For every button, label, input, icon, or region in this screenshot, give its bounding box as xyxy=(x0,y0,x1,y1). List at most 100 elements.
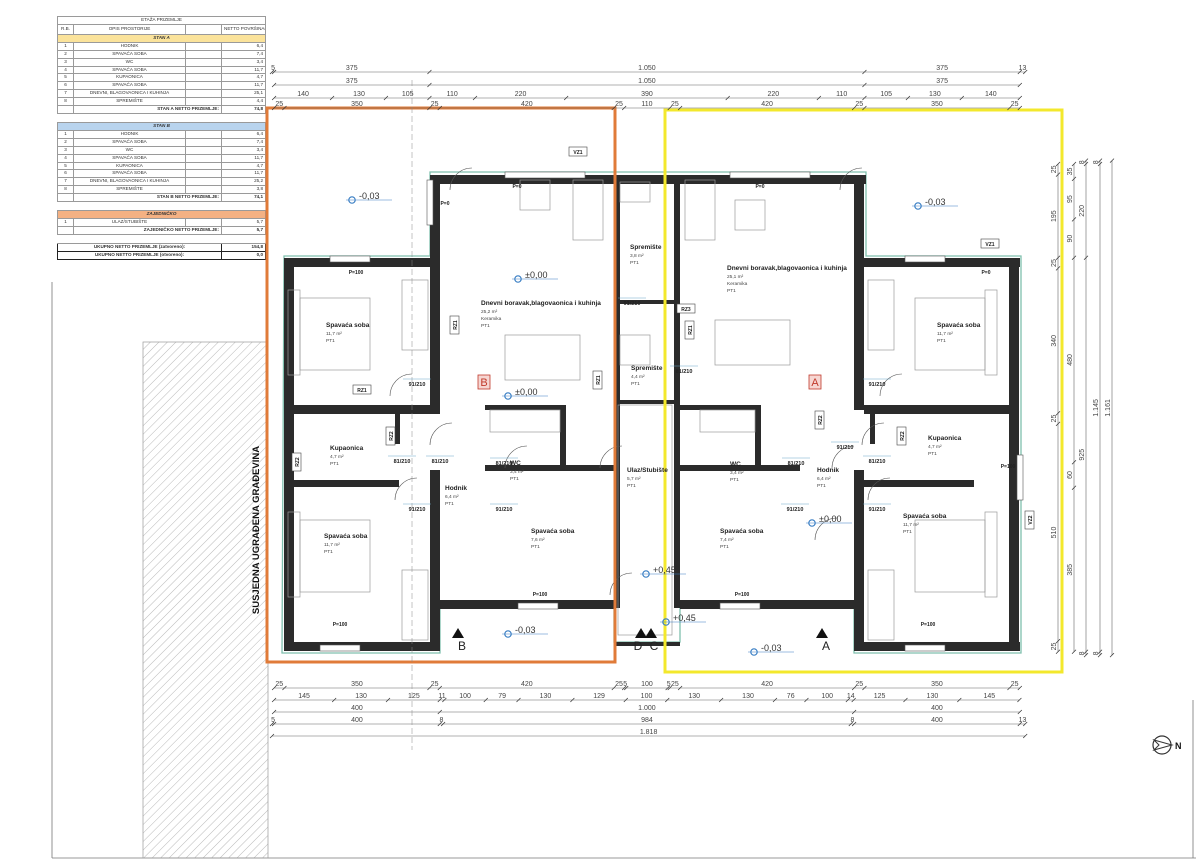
door-size-label: 91/210 xyxy=(869,507,886,513)
window xyxy=(426,179,434,226)
spacer-row xyxy=(57,233,266,244)
north-label: N xyxy=(1175,741,1182,751)
dimension-label: 25 xyxy=(275,101,283,108)
dimension-tick xyxy=(269,721,275,727)
window xyxy=(504,171,586,179)
dimension-label: 1.818 xyxy=(640,729,658,736)
window-opening-label: P=100 xyxy=(1001,464,1016,470)
furniture-outline xyxy=(401,279,429,351)
level-value: ±0,00 xyxy=(515,387,537,397)
dimension-tick xyxy=(516,697,521,703)
element-tag: RZ2 xyxy=(291,452,302,472)
door-swing xyxy=(389,373,413,397)
element-tag-label: VZ1 xyxy=(985,242,994,248)
door-size-label: 91/210 xyxy=(409,507,426,513)
furniture-outline xyxy=(734,199,766,231)
dimension-tick xyxy=(1055,410,1061,416)
room-name: Ulaz/Stubište xyxy=(627,467,668,474)
dimension-label: 350 xyxy=(351,101,363,108)
wall xyxy=(864,480,974,487)
element-tag-label: VZ1 xyxy=(573,150,582,156)
door-size-label: 81/210 xyxy=(788,461,805,467)
dimension-tick xyxy=(804,697,809,703)
dimension-label: 420 xyxy=(761,101,773,108)
dimension-tick xyxy=(329,95,335,101)
furniture-outline xyxy=(299,519,371,593)
door-size-label: 81/210 xyxy=(676,369,693,375)
dimension-tick xyxy=(1083,161,1089,167)
dimension-tick xyxy=(957,697,962,703)
north-arrow-circle-icon xyxy=(1152,735,1172,755)
dimension-tick xyxy=(677,105,683,111)
table-cell xyxy=(57,112,266,123)
wall xyxy=(854,258,1020,267)
element-tag-box xyxy=(449,315,460,335)
element-tag: RZ3 xyxy=(676,303,696,314)
room-area: 6,4 m² xyxy=(817,476,831,482)
window xyxy=(329,255,371,263)
window-opening-label: P=0 xyxy=(755,184,764,190)
dimension-label: 400 xyxy=(351,717,363,724)
room-area: 3,4 m² xyxy=(510,469,524,475)
door-size-label: 81/210 xyxy=(496,461,513,467)
dimension-tick xyxy=(271,709,277,715)
room-name: Kupaonica xyxy=(330,445,364,452)
dimension-tick xyxy=(851,697,856,703)
room-name: Spremište xyxy=(630,244,662,251)
walls xyxy=(281,171,1024,654)
room-finish: Keramika xyxy=(481,316,502,322)
room-name: Spavaća soba xyxy=(720,528,764,535)
grand-total-row: UKUPNO NETTO PRIZEMLJE (otvoreno):0,0 xyxy=(57,250,267,260)
furniture-outline xyxy=(504,334,581,381)
dimension-tick xyxy=(1007,685,1012,691)
room-floor-code: PT1 xyxy=(720,544,729,550)
dimension-label: 130 xyxy=(355,693,367,700)
dimension-tick xyxy=(282,685,287,691)
element-tag-label: RZ1 xyxy=(453,320,459,330)
section-arrow-icon xyxy=(452,628,464,638)
dimension-tick xyxy=(385,697,391,703)
element-tag-box xyxy=(676,303,696,314)
dimension-label: 25 xyxy=(431,681,439,688)
room-area: 25,2 m² xyxy=(481,309,498,315)
unit-a-outline xyxy=(663,108,1064,674)
dimension-tick xyxy=(1022,69,1028,75)
dimension-label: 350 xyxy=(351,681,363,688)
dimension-tick xyxy=(271,82,277,88)
dimension-label: 5 xyxy=(271,65,275,72)
wall xyxy=(395,414,400,444)
element-tag-box xyxy=(980,238,1000,249)
room-label: Dnevni boravak,blagovaonica i kuhinja25,… xyxy=(727,265,847,294)
dimension-tick xyxy=(271,105,277,111)
dimension-label: 35 xyxy=(1067,167,1074,175)
unit-tag: A xyxy=(811,377,819,389)
dimension-tick xyxy=(725,95,730,101)
element-tag-label: RZ2 xyxy=(295,457,301,467)
window xyxy=(517,602,559,610)
room-area: 4,4 m² xyxy=(631,374,645,380)
spacer-row xyxy=(57,201,266,212)
room-label: Dnevni boravak,blagovaonica i kuhinja25,… xyxy=(481,300,601,329)
dimension-tick xyxy=(862,69,867,75)
level-value: -0,03 xyxy=(359,191,380,201)
dimension-tick xyxy=(1017,709,1023,715)
furniture-outline xyxy=(572,179,604,241)
door-swing xyxy=(449,167,473,191)
door-swing xyxy=(609,572,633,596)
dimension-tick xyxy=(1071,161,1077,167)
dimension-label: 8 xyxy=(1079,160,1086,164)
dimension-label: 375 xyxy=(936,65,948,72)
section-mark-label: C xyxy=(650,639,659,653)
window-opening-label: P=100 xyxy=(349,270,364,276)
dimension-label: 1.161 xyxy=(1105,399,1112,417)
dimension-tick xyxy=(1017,105,1023,111)
door-swing xyxy=(861,422,885,446)
dimension-label: 390 xyxy=(641,91,653,98)
dimension-label: 100 xyxy=(459,693,471,700)
room-floor-code: PT1 xyxy=(326,338,335,344)
dimension-tick xyxy=(851,105,857,111)
dimension-tick xyxy=(269,733,275,739)
